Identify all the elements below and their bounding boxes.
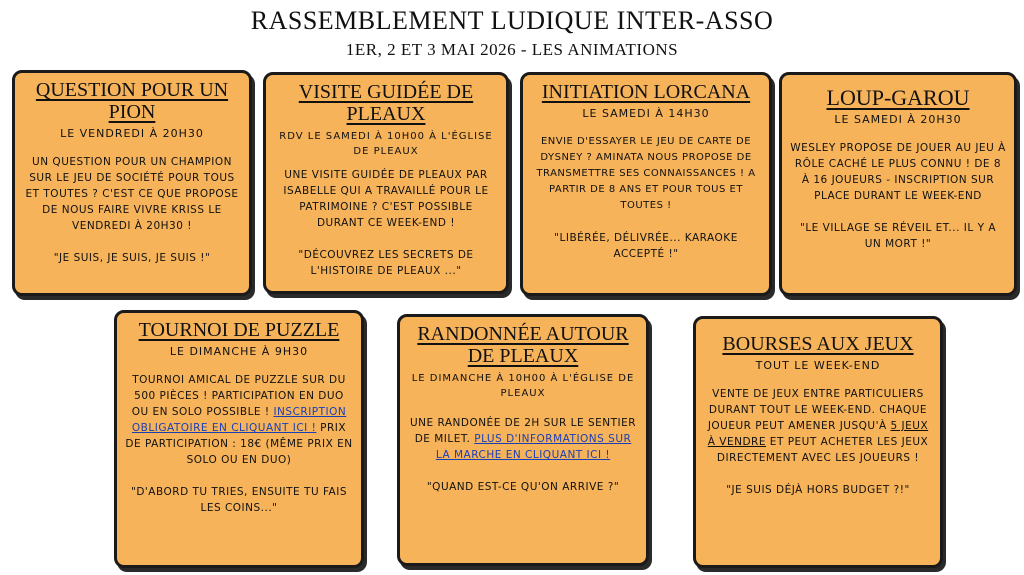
card-description-text-after: et peut acheter les jeux directement ave… <box>716 436 929 464</box>
card-tournoi-de-puzzle: TOURNOI DE PUZZLE Le dimanche à 9h30 Tou… <box>114 310 364 568</box>
card-quote: "Je suis déjà hors budget ?!" <box>726 484 910 496</box>
card-description-text: Tournoi amical de puzzle sur du 500 pièc… <box>131 374 346 418</box>
card-schedule: Le vendredi à 20h30 <box>60 127 204 140</box>
more-info-link[interactable]: Plus d'informations sur la marche en cli… <box>435 433 632 461</box>
card-title: TOURNOI DE PUZZLE <box>138 319 340 341</box>
card-description: Une visite guidée de Pleaux par Isabelle… <box>283 169 489 229</box>
card-title: BOURSES AUX JEUX <box>722 333 914 355</box>
card-question-pour-un-pion: QUESTION POUR UN PION Le vendredi à 20h3… <box>12 70 252 296</box>
card-schedule: Le samedi à 14h30 <box>582 107 710 120</box>
registration-link[interactable]: Inscription obligatoire en cliquant ici … <box>131 406 347 434</box>
card-title: QUESTION POUR UN PION <box>35 79 229 123</box>
card-quote: "Quand est-ce qu'on arrive ?" <box>426 481 620 493</box>
card-description-text-after: Prix de participation : 18€ (même prix e… <box>125 422 353 466</box>
card-description: Tournoi amical de puzzle sur du 500 pièc… <box>125 372 353 468</box>
card-quote: "Découvrez les secrets de l'histoire de … <box>298 249 474 277</box>
card-initiation-lorcana: INITIATION LORCANA Le samedi à 14h30 Env… <box>520 72 772 296</box>
card-quote: "Libérée, délivrée... Karaoke accepté !" <box>554 232 738 260</box>
card-description: Une randonée de 2h sur le sentier de Mil… <box>408 415 638 463</box>
card-description: Un question pour un champion sur le jeu … <box>25 156 239 232</box>
card-description: Wesley propose de jouer au jeu à rôle ca… <box>790 142 1006 202</box>
card-schedule: Tout le week-end <box>755 359 881 372</box>
page-subtitle: 1ER, 2 ET 3 MAI 2026 - LES ANIMATIONS <box>345 40 679 59</box>
card-title: VISITE GUIDÉE DE PLEAUX <box>298 81 474 125</box>
card-description-text: Une randonée de 2h sur le sentier de Mil… <box>409 417 637 445</box>
card-description: Envie d'essayer le jeu de carte de Dysne… <box>536 136 756 211</box>
card-quote: "Je suis, je suis, je suis !" <box>53 252 211 264</box>
card-randonnee: RANDONNÉE AUTOUR DE PLEAUX Le dimanche à… <box>397 314 649 566</box>
emphasis-text: 5 jeux à vendre <box>707 420 929 448</box>
card-schedule: Le samedi à 20h30 <box>834 113 962 126</box>
page-title: RASSEMBLEMENT LUDIQUE INTER-ASSO <box>250 6 774 35</box>
card-quote: "D'abord tu tries, ensuite tu fais les c… <box>131 486 347 514</box>
card-title: INITIATION LORCANA <box>541 81 751 103</box>
card-visite-guidee: VISITE GUIDÉE DE PLEAUX RDV le samedi à … <box>263 72 509 294</box>
card-schedule: RDV le samedi à 10h00 à l'église de Plea… <box>279 131 493 157</box>
card-schedule: Le dimanche à 9h30 <box>169 345 309 358</box>
card-loup-garou: LOUP-GAROU Le samedi à 20h30 Wesley prop… <box>779 72 1017 296</box>
card-title: RANDONNÉE AUTOUR DE PLEAUX <box>417 323 629 367</box>
card-title: LOUP-GAROU <box>826 85 970 110</box>
card-bourses-aux-jeux: BOURSES AUX JEUX Tout le week-end Vente … <box>693 316 943 568</box>
card-schedule: Le dimanche à 10h00 à l'église de Pleaux <box>411 373 635 399</box>
card-quote: "Le village se réveil et... il y a un mo… <box>799 222 997 250</box>
card-description: Vente de jeux entre particuliers durant … <box>704 386 932 466</box>
card-description-text: Vente de jeux entre particuliers durant … <box>707 388 928 432</box>
